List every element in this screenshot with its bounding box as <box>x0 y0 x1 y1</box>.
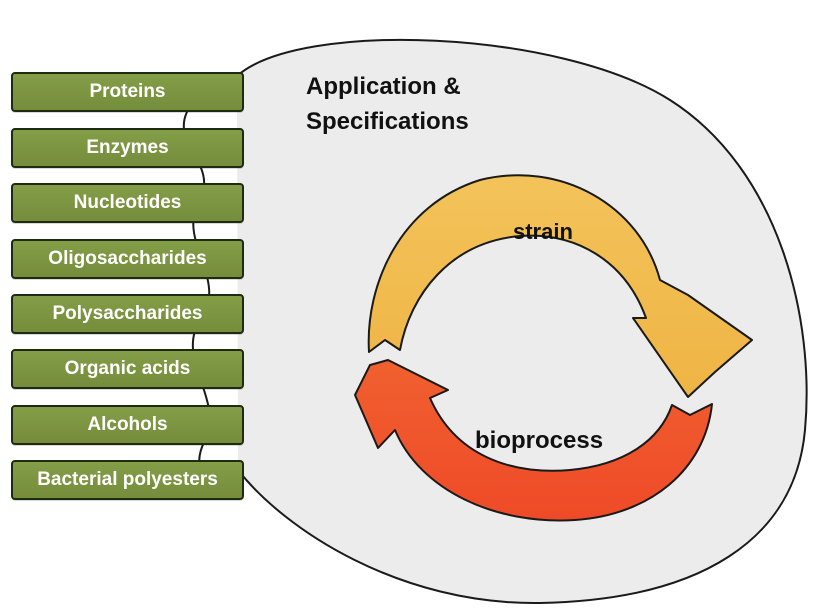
product-box-organic-acids: Organic acids <box>11 349 244 389</box>
product-box-oligosaccharides: Oligosaccharides <box>11 239 244 279</box>
bioprocess-arrow <box>354 359 713 522</box>
strain-label: strain <box>513 219 573 244</box>
product-box-polysaccharides: Polysaccharides <box>11 294 244 334</box>
product-box-nucleotides: Nucleotides <box>11 183 244 223</box>
product-box-proteins: Proteins <box>11 72 244 112</box>
strain-arrow <box>367 174 753 398</box>
title-line-1: Application & <box>306 73 461 100</box>
product-box-bacterial-polyesters: Bacterial polyesters <box>11 460 244 500</box>
product-box-alcohols: Alcohols <box>11 405 244 445</box>
bioprocess-label: bioprocess <box>475 427 604 454</box>
product-box-enzymes: Enzymes <box>11 128 244 168</box>
title-line-2: Specifications <box>306 108 469 135</box>
